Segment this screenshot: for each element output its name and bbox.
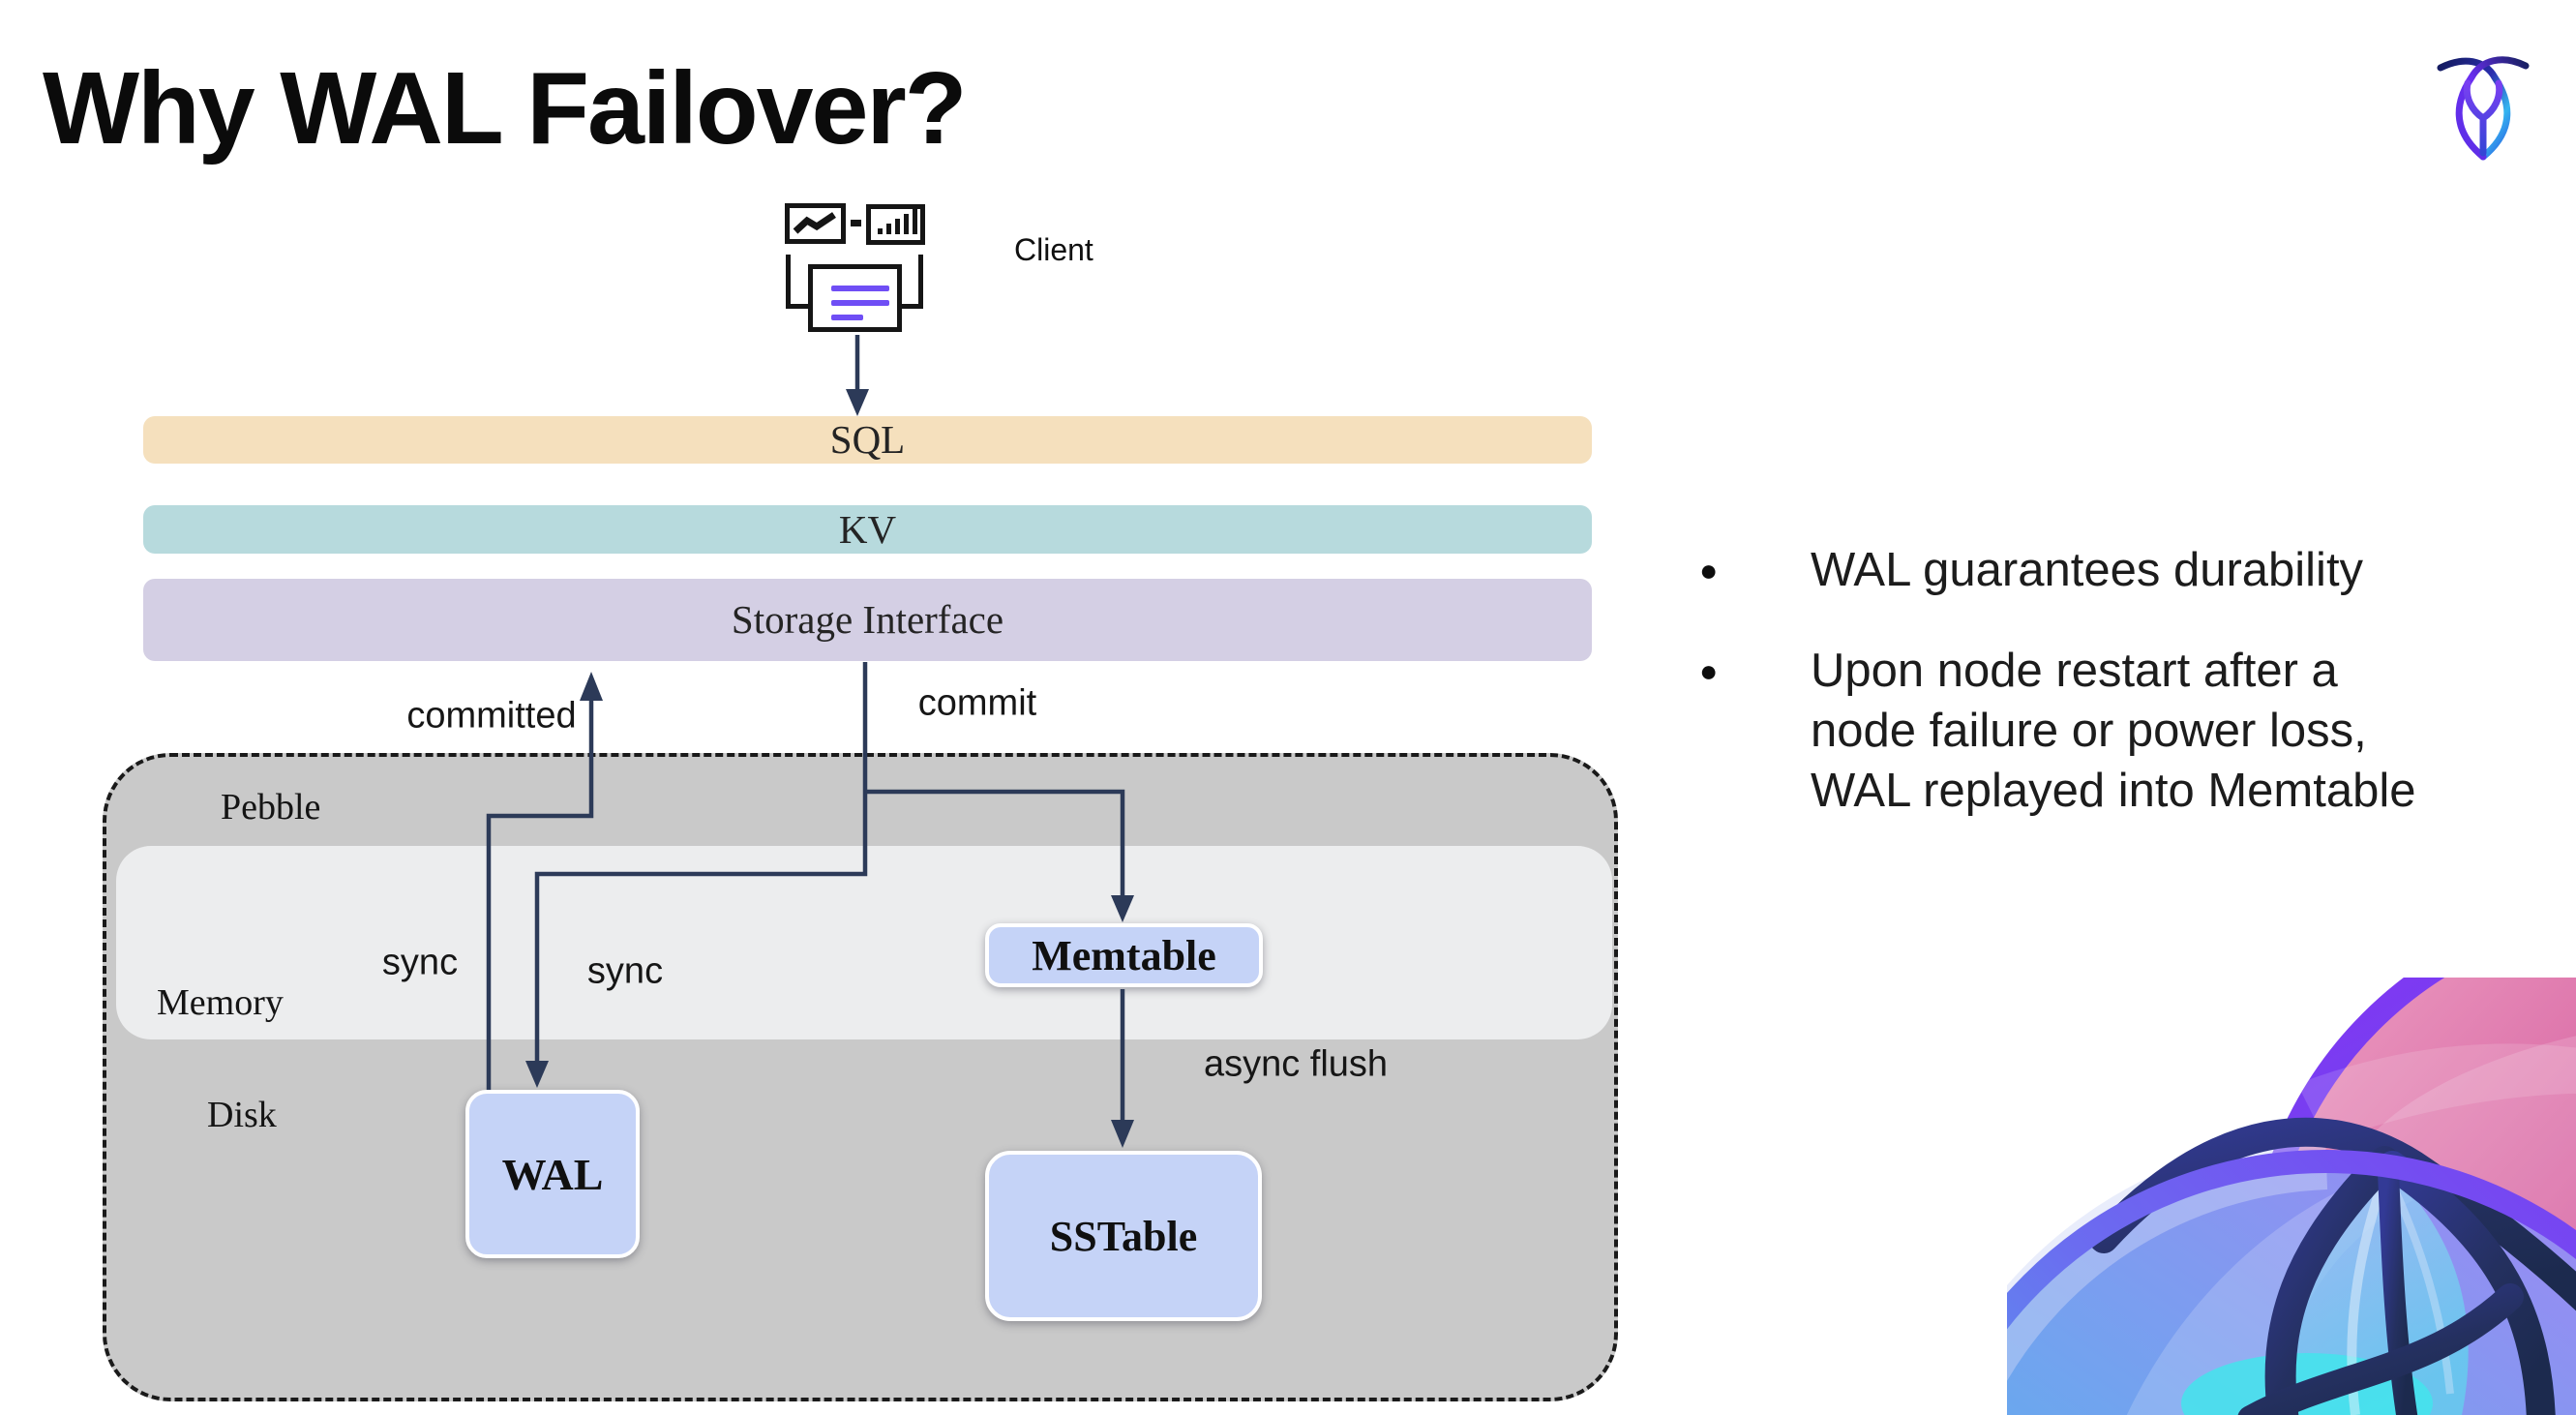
arrowhead-committed [580, 672, 603, 701]
edge-label-async-flush: async flush [1203, 1043, 1389, 1085]
bullet-dot-icon: ● [1699, 653, 1719, 688]
memtable-node: Memtable [985, 923, 1263, 987]
arrowhead-client [846, 389, 869, 416]
bracket-right-icon [918, 255, 923, 309]
edge-label-commit: commit [917, 682, 1037, 724]
disk-label: Disk [207, 1095, 277, 1135]
dash-connector [851, 220, 861, 226]
bullet-text: Upon node restart after a node failure o… [1811, 645, 2416, 817]
layer-storage-interface: Storage Interface [143, 579, 1592, 661]
brand-art [2007, 978, 2576, 1415]
pebble-label: Pebble [221, 787, 321, 828]
bracket-right-foot [900, 304, 923, 309]
list-item: ● Upon node restart after a node failure… [1699, 641, 2576, 821]
wal-node: WAL [465, 1090, 640, 1258]
memory-label: Memory [157, 982, 284, 1023]
bullet-dot-icon: ● [1699, 553, 1719, 587]
list-item: ● WAL guarantees durability [1699, 540, 2576, 600]
page-title: Why WAL Failover? [43, 51, 967, 166]
layer-sql: SQL [143, 416, 1592, 464]
sstable-node: SSTable [985, 1151, 1262, 1321]
bracket-left-icon [786, 255, 791, 309]
layer-kv: KV [143, 505, 1592, 554]
edge-label-sync-wal: sync [381, 942, 459, 983]
document-icon [808, 264, 902, 332]
line-chart-icon [785, 203, 846, 244]
cockroachdb-logo-icon [2435, 46, 2531, 165]
memory-region [116, 846, 1612, 1039]
bar-chart-icon [866, 204, 925, 245]
bracket-left-foot [786, 304, 809, 309]
edge-label-sync-commit: sync [586, 950, 664, 992]
client-icon [782, 199, 927, 335]
client-label: Client [1014, 232, 1093, 267]
bullet-list: ● WAL guarantees durability ● Upon node … [1699, 540, 2576, 821]
edge-label-committed: committed [406, 695, 577, 737]
bullet-text: WAL guarantees durability [1811, 544, 2364, 596]
